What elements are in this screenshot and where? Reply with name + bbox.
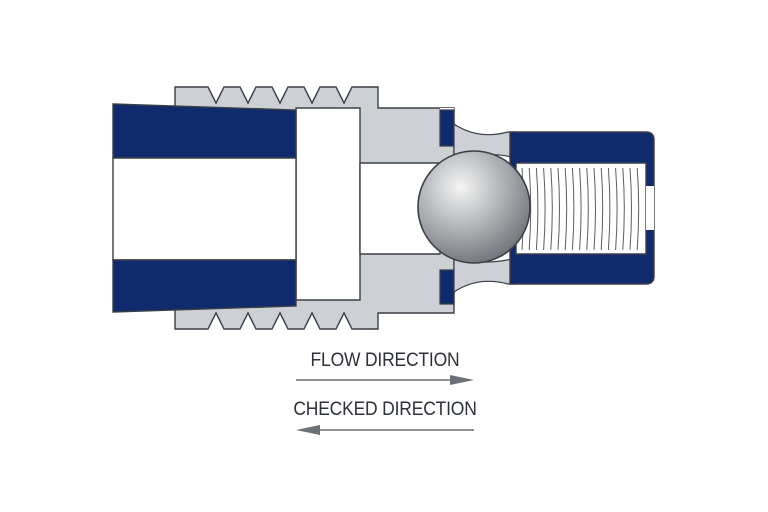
spring-coil xyxy=(593,167,596,251)
spring-coil xyxy=(586,167,589,251)
flow-arrow xyxy=(296,375,474,385)
spring-coil xyxy=(579,167,582,251)
spring-coil xyxy=(607,167,611,251)
seat-insert xyxy=(439,109,455,305)
inlet-tube xyxy=(112,103,297,313)
spring-coil xyxy=(629,167,632,251)
spring-coil xyxy=(636,167,640,251)
spring-coil xyxy=(564,167,568,251)
spring-coil xyxy=(571,167,575,251)
spring-coil xyxy=(622,167,625,251)
spring-coil xyxy=(550,167,553,251)
spring-coil xyxy=(615,167,618,251)
spring-cage xyxy=(509,131,655,285)
spring-coil xyxy=(557,167,560,251)
spring-coil xyxy=(535,167,539,251)
spring-coil xyxy=(600,167,604,251)
flow-direction-label: FLOW DIRECTION xyxy=(310,350,460,371)
spring-coil xyxy=(543,167,546,251)
checked-arrow xyxy=(296,425,474,435)
checked-direction-label: CHECKED DIRECTION xyxy=(293,399,477,420)
check-ball xyxy=(417,150,531,264)
